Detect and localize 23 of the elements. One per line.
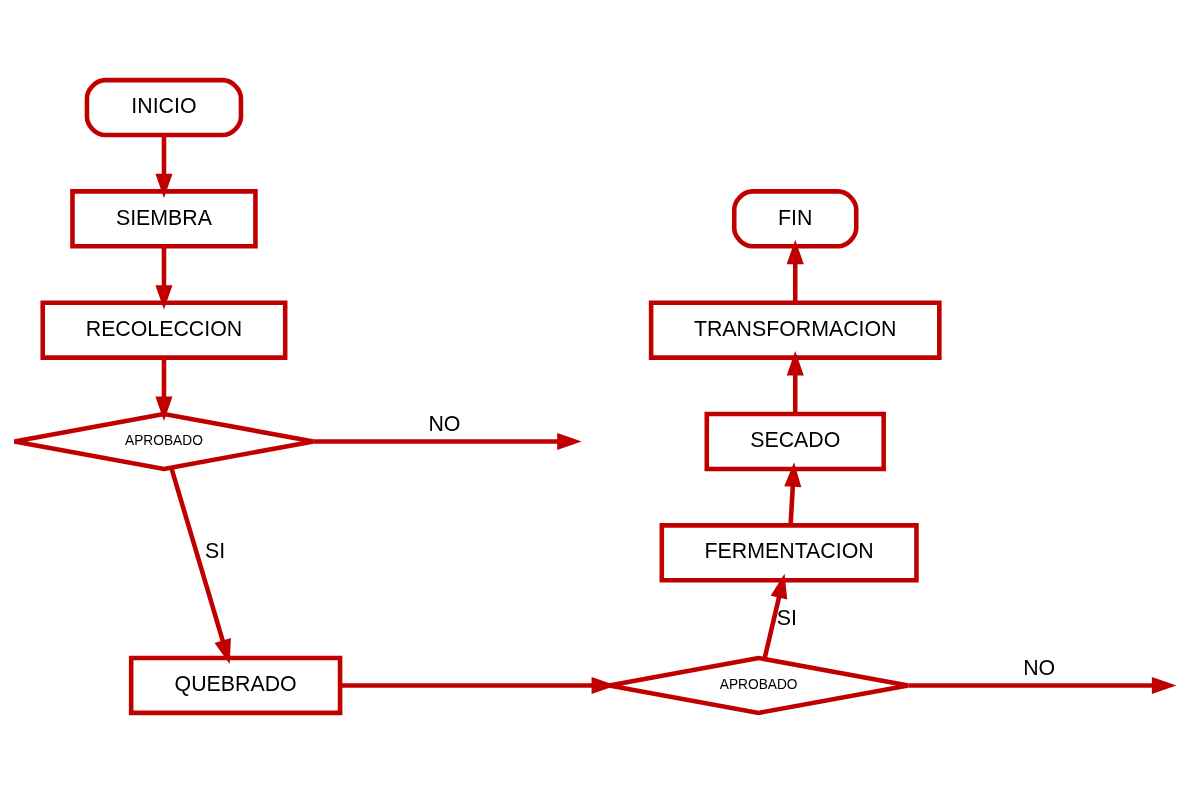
- node-diamond: APROBADO: [12, 411, 316, 472]
- edge-label: NO: [1023, 656, 1056, 681]
- arrow: [155, 357, 173, 421]
- node-box: TRANSFORMACION: [648, 300, 942, 360]
- arrow: [313, 432, 582, 451]
- arrow: [762, 573, 788, 660]
- node-box: SIEMBRA: [70, 189, 258, 249]
- node-box: QUEBRADO: [128, 655, 343, 716]
- node-box: RECOLECCION: [40, 300, 288, 360]
- arrow: [908, 676, 1177, 694]
- node-box: FIN: [731, 189, 859, 249]
- node-box: INICIO: [84, 77, 244, 138]
- edge-label: SI: [776, 605, 797, 630]
- edge-label: SI: [204, 539, 226, 564]
- arrow: [786, 351, 804, 414]
- node-box: SECADO: [704, 411, 886, 472]
- edge-label: NO: [428, 412, 461, 437]
- node-box: FERMENTACION: [659, 523, 919, 583]
- arrow: [786, 239, 804, 303]
- arrow: [169, 467, 231, 664]
- arrow: [155, 246, 173, 310]
- arrow: [784, 462, 802, 526]
- arrow: [155, 135, 173, 199]
